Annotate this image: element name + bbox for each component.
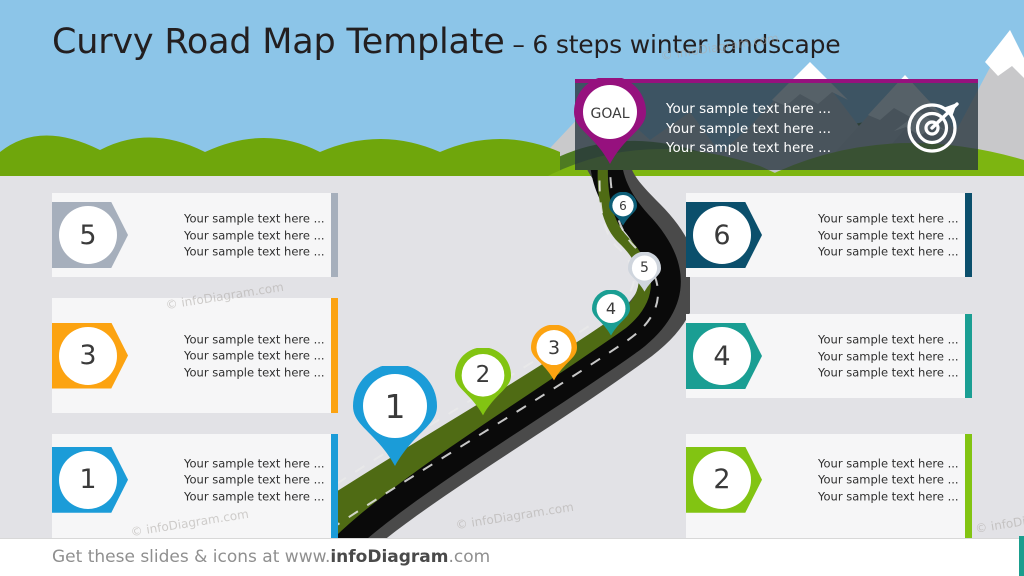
- step-text-line: Your sample text here ...: [818, 244, 959, 259]
- step-box-4[interactable]: 4 Your sample text here ... Your sample …: [686, 314, 972, 398]
- goal-text-block: Your sample text here ... Your sample te…: [666, 100, 896, 159]
- step-box-edge: [331, 434, 338, 538]
- goal-pin-label: GOAL: [590, 105, 630, 122]
- step-box-edge: [965, 434, 972, 538]
- step-text-block: Your sample text here ... Your sample te…: [184, 455, 325, 505]
- step-box-edge: [965, 314, 972, 398]
- step-text-line: Your sample text here ...: [184, 227, 325, 242]
- road-pin-5[interactable]: 5: [628, 251, 661, 292]
- step-badge-number: 4: [693, 327, 751, 385]
- footer-divider: [0, 538, 1024, 539]
- road-pin-3[interactable]: 3: [531, 324, 577, 381]
- step-badge-number: 3: [59, 326, 117, 385]
- step-badge-number: 2: [693, 450, 751, 509]
- step-badge-6: 6: [686, 202, 762, 268]
- step-badge-number: 6: [693, 206, 751, 264]
- step-text-line: Your sample text here ...: [184, 456, 325, 470]
- step-box-edge: [331, 193, 338, 277]
- step-box-edge: [965, 193, 972, 277]
- step-box-1[interactable]: 1 Your sample text here ... Your sample …: [52, 434, 338, 538]
- step-text-line: Your sample text here ...: [184, 489, 325, 503]
- step-badge-2: 2: [686, 446, 762, 513]
- step-text-line: Your sample text here ...: [818, 365, 959, 380]
- step-text-block: Your sample text here ... Your sample te…: [184, 210, 325, 260]
- step-box-3[interactable]: 3 Your sample text here ... Your sample …: [52, 298, 338, 413]
- step-text-line: Your sample text here ...: [818, 456, 959, 470]
- goal-text-line: Your sample text here ...: [666, 101, 832, 117]
- goal-text-line: Your sample text here ...: [666, 140, 832, 156]
- page-title: Curvy Road Map Template – 6 steps winter…: [52, 22, 841, 62]
- road-pin-1[interactable]: 1: [353, 364, 437, 466]
- footer-suffix: .com: [448, 547, 491, 567]
- road-pin-2[interactable]: 2: [455, 347, 511, 416]
- road-pin-number: 5: [640, 260, 649, 276]
- step-text-block: Your sample text here ... Your sample te…: [184, 331, 325, 381]
- road-pin-number: 1: [384, 386, 406, 426]
- road-pin-6[interactable]: 6: [609, 191, 637, 226]
- footer-bar: [0, 538, 1024, 576]
- step-text-line: Your sample text here ...: [184, 211, 325, 226]
- road-pin-4[interactable]: 4: [592, 289, 630, 336]
- step-text-line: Your sample text here ...: [818, 227, 959, 242]
- goal-pin-marker[interactable]: GOAL: [574, 76, 646, 164]
- road-pin-number: 3: [547, 336, 561, 359]
- step-text-line: Your sample text here ...: [818, 348, 959, 363]
- step-text-line: Your sample text here ...: [184, 348, 325, 363]
- step-text-block: Your sample text here ... Your sample te…: [818, 455, 959, 505]
- step-text-line: Your sample text here ...: [818, 332, 959, 347]
- step-text-block: Your sample text here ... Your sample te…: [818, 210, 959, 260]
- road-pin-number: 4: [605, 299, 617, 318]
- road-pin-number: 2: [475, 362, 491, 388]
- right-accent-stripe: [1019, 536, 1024, 576]
- target-dart-icon: [905, 95, 965, 155]
- step-text-block: Your sample text here ... Your sample te…: [818, 331, 959, 381]
- page-title-dash: –: [512, 30, 525, 59]
- step-text-line: Your sample text here ...: [184, 472, 325, 487]
- step-box-6[interactable]: 6 Your sample text here ... Your sample …: [686, 193, 972, 277]
- step-box-2[interactable]: 2 Your sample text here ... Your sample …: [686, 434, 972, 538]
- step-badge-3: 3: [52, 322, 128, 389]
- step-text-line: Your sample text here ...: [818, 211, 959, 226]
- step-text-line: Your sample text here ...: [184, 244, 325, 259]
- page-title-main: Curvy Road Map Template: [52, 22, 505, 62]
- step-badge-number: 1: [59, 450, 117, 509]
- step-text-line: Your sample text here ...: [184, 331, 325, 346]
- footer-brand: infoDiagram: [330, 547, 449, 567]
- step-text-line: Your sample text here ...: [184, 364, 325, 379]
- step-text-line: Your sample text here ...: [818, 489, 959, 503]
- step-badge-number: 5: [59, 206, 117, 264]
- footer-prefix: Get these slides & icons at www.: [52, 547, 331, 567]
- road-pin-number: 6: [619, 198, 627, 213]
- step-text-line: Your sample text here ...: [818, 472, 959, 487]
- footer-promo-text: Get these slides & icons at www.infoDiag…: [52, 547, 490, 567]
- step-badge-1: 1: [52, 446, 128, 513]
- step-box-5[interactable]: 5 Your sample text here ... Your sample …: [52, 193, 338, 277]
- step-box-edge: [331, 298, 338, 413]
- step-badge-4: 4: [686, 323, 762, 389]
- page-title-subtitle: 6 steps winter landscape: [532, 30, 841, 59]
- goal-text-line: Your sample text here ...: [666, 120, 832, 137]
- step-badge-5: 5: [52, 202, 128, 268]
